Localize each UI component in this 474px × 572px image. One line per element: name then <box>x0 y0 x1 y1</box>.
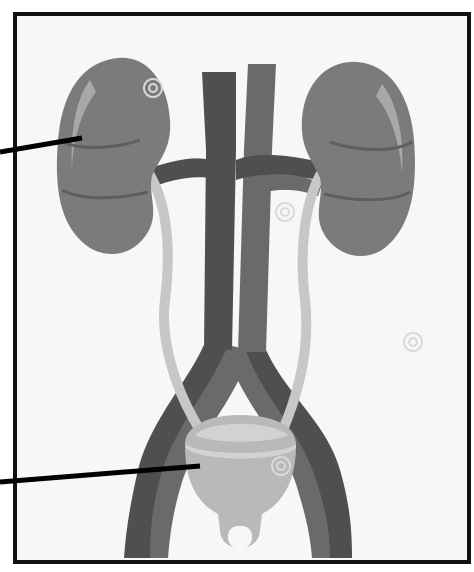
urethra-opening <box>228 526 252 548</box>
inferior-vena-cava <box>202 72 236 350</box>
